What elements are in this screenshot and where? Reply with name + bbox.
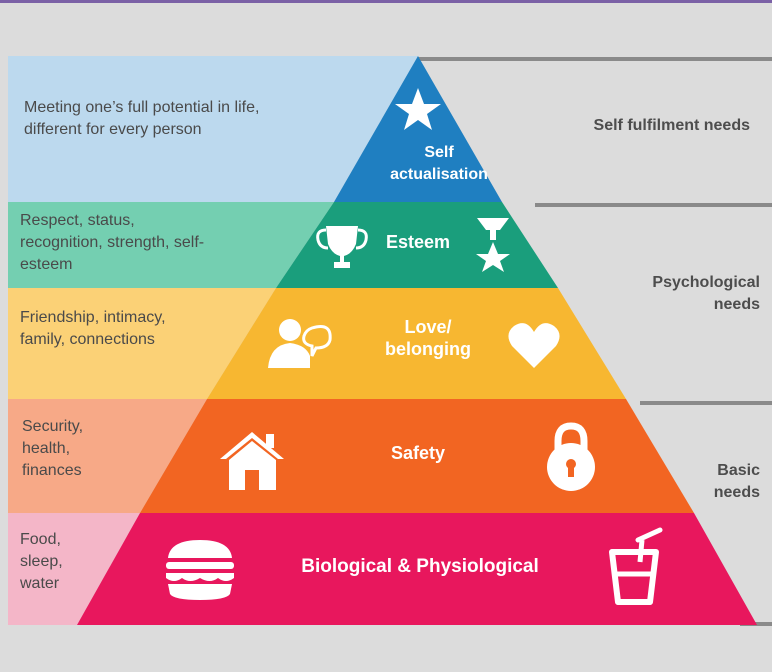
tier-love [207,288,626,399]
level-label-love: Love/ belonging [385,317,471,359]
heart-icon [508,323,560,368]
house-icon [220,432,284,490]
level-label-biological: Biological & Physiological [301,556,539,577]
tier-self-actualisation [334,56,502,202]
band-safety [8,399,207,513]
star-icon [395,88,441,130]
category-psychological: Psychological needs [652,274,760,313]
description-safety: Security, health, finances [22,418,84,479]
category-basic: Basic needs [713,462,760,501]
description-love: Friendship, intimacy, family, connection… [20,309,166,348]
tier-biological [77,513,757,625]
level-label-self-actualisation: Self actualisation [390,144,488,183]
drink-icon [609,527,663,605]
band-love [8,288,276,399]
trophy-icon [316,226,368,268]
category-self-fulfilment: Self fulfilment needs [593,117,750,134]
level-label-safety: Safety [390,443,446,463]
band-esteem [8,202,334,288]
person-chat-icon [268,319,332,368]
description-esteem: Respect, status, recognition, strength, … [20,212,205,273]
description-biological: Food, sleep, water [20,531,63,592]
level-label-esteem: Esteem [385,232,451,252]
band-biological [8,513,140,625]
description-self-actualisation: Meeting one’s full potential in life, di… [24,99,260,138]
band-self-actualisation [8,56,418,202]
padlock-icon [547,422,595,491]
medal-icon [476,218,510,272]
burger-icon [166,540,234,600]
